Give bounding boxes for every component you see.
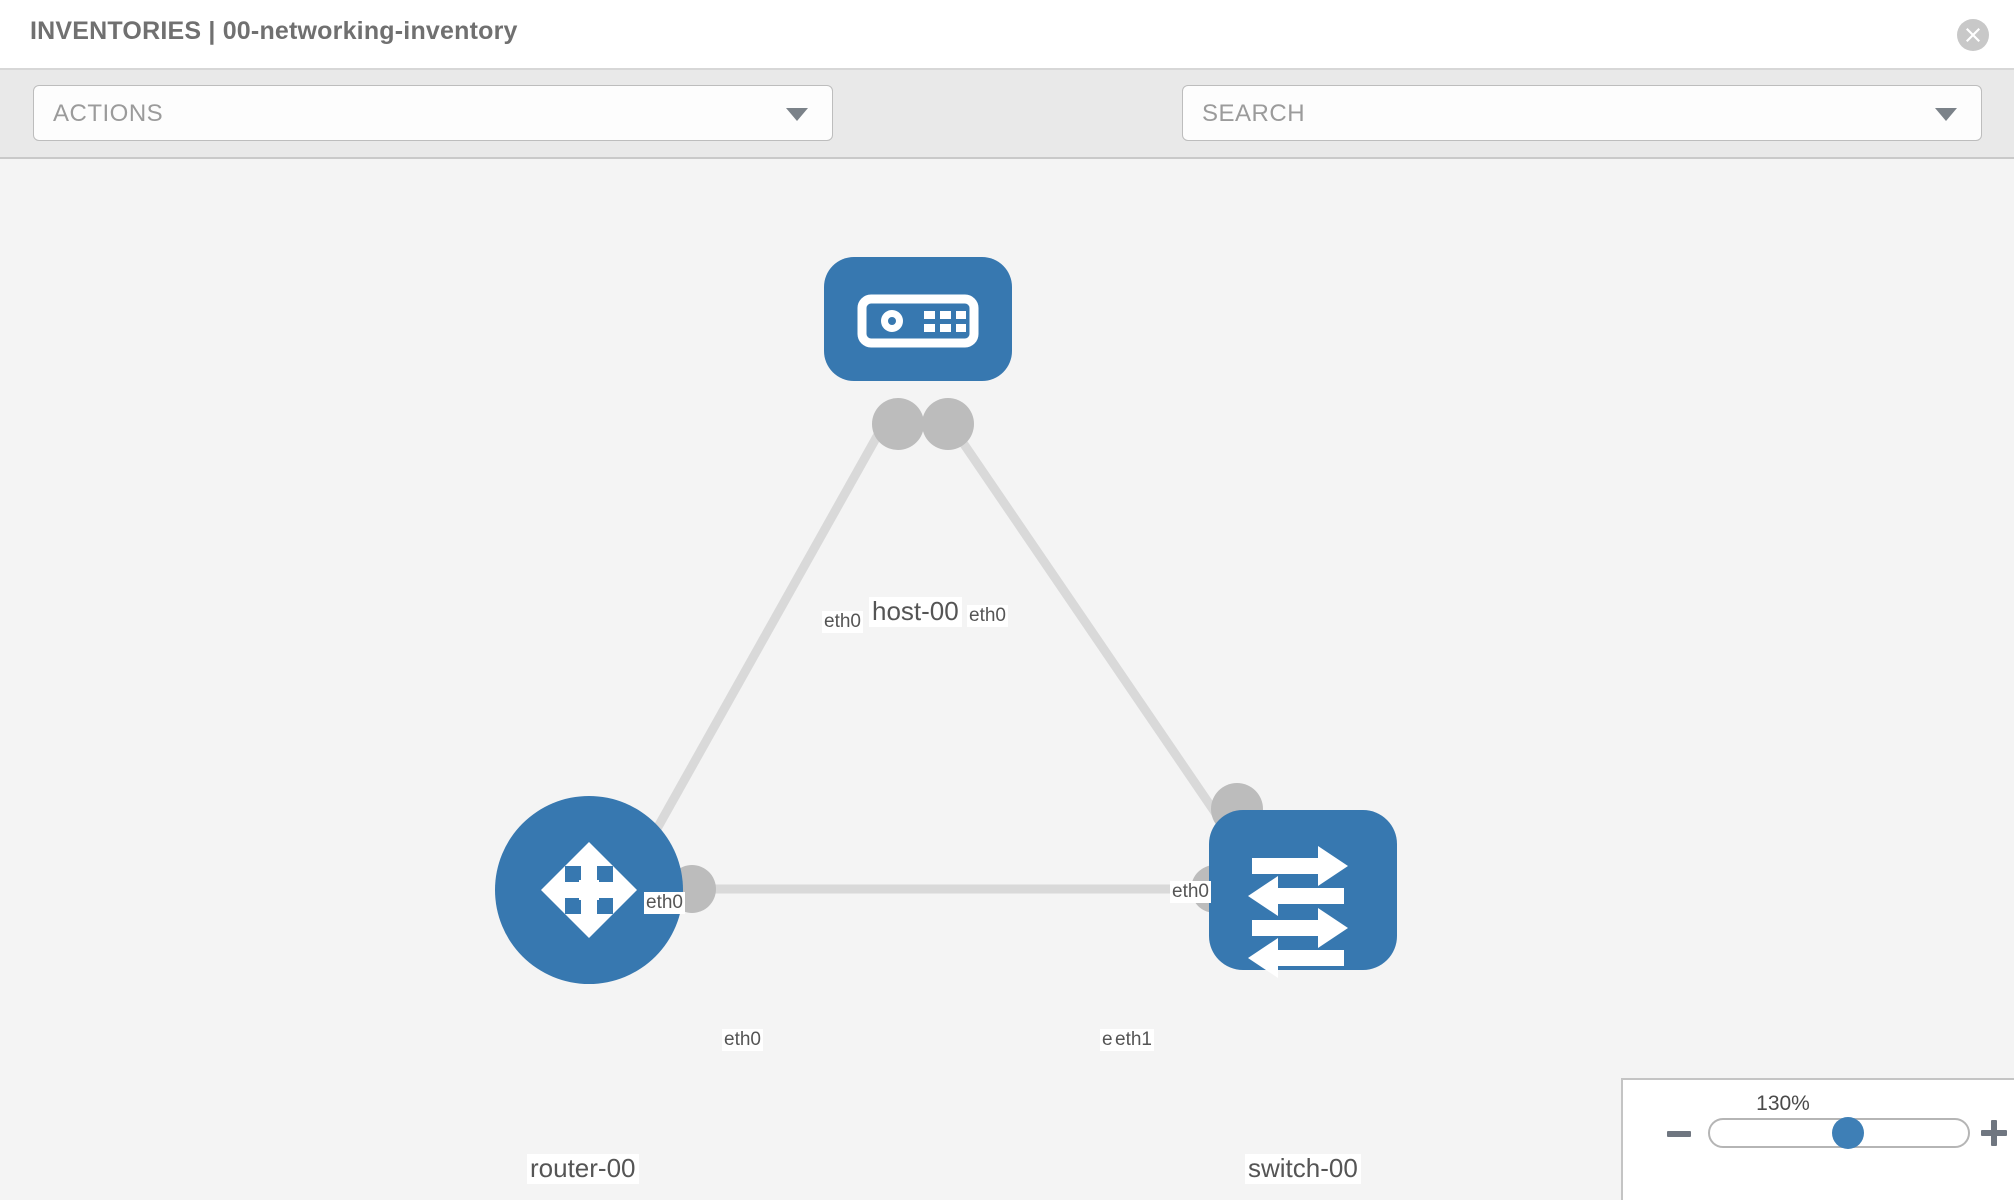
- search-placeholder: SEARCH: [1202, 100, 1306, 127]
- close-circle-icon: [1957, 19, 1989, 51]
- page-header: INVENTORIES | 00-networking-inventory: [0, 0, 2014, 70]
- router-arrows-icon: [541, 842, 637, 938]
- zoom-out-button[interactable]: [1667, 1131, 1691, 1137]
- node-router-00[interactable]: [495, 796, 683, 984]
- iface-label-router00-to-switch00: eth0: [722, 1029, 763, 1051]
- iface-label-router00-to-host00: eth0: [644, 892, 685, 914]
- page-title: INVENTORIES | 00-networking-inventory: [30, 17, 518, 45]
- node-host-00[interactable]: [824, 257, 1012, 381]
- chevron-down-icon: [786, 108, 808, 121]
- search-input[interactable]: SEARCH: [1182, 85, 1982, 141]
- switch-arrows-icon: [1248, 846, 1348, 978]
- node-label-host-00: host-00: [869, 596, 962, 627]
- iface-label-host00-to-router00: eth0: [822, 611, 863, 633]
- server-icon: [857, 294, 979, 348]
- zoom-control-panel: 130%: [1621, 1078, 2014, 1200]
- node-switch-00[interactable]: [1209, 810, 1397, 978]
- toolbar: ACTIONS SEARCH: [0, 70, 2014, 200]
- node-label-router-00: router-00: [527, 1153, 639, 1184]
- connector-host00-right: [922, 398, 974, 450]
- actions-dropdown[interactable]: ACTIONS: [33, 85, 833, 141]
- topology-edges: [636, 428, 1244, 894]
- iface-label-switch00-to-host00: eth0: [1170, 881, 1211, 903]
- close-icon[interactable]: [1957, 19, 1989, 51]
- topology-canvas[interactable]: host-00 router-00 switch-00 eth0 eth0 et…: [0, 159, 2014, 1200]
- topology-graph: [495, 257, 1397, 984]
- edge-host00-router00[interactable]: [636, 428, 884, 862]
- chevron-down-icon[interactable]: [1935, 108, 1957, 121]
- zoom-percent-label: 130%: [1756, 1092, 1810, 1115]
- iface-label-host00-to-switch00: eth0: [967, 605, 1008, 627]
- actions-dropdown-label: ACTIONS: [53, 100, 164, 127]
- iface-label-switch00-to-router00: eth1: [1113, 1029, 1154, 1051]
- connector-host00-left: [872, 398, 924, 450]
- zoom-in-button[interactable]: [1981, 1120, 2007, 1146]
- node-label-switch-00: switch-00: [1245, 1153, 1361, 1184]
- edge-host00-switch00[interactable]: [951, 428, 1244, 852]
- zoom-slider-handle[interactable]: [1832, 1117, 1864, 1149]
